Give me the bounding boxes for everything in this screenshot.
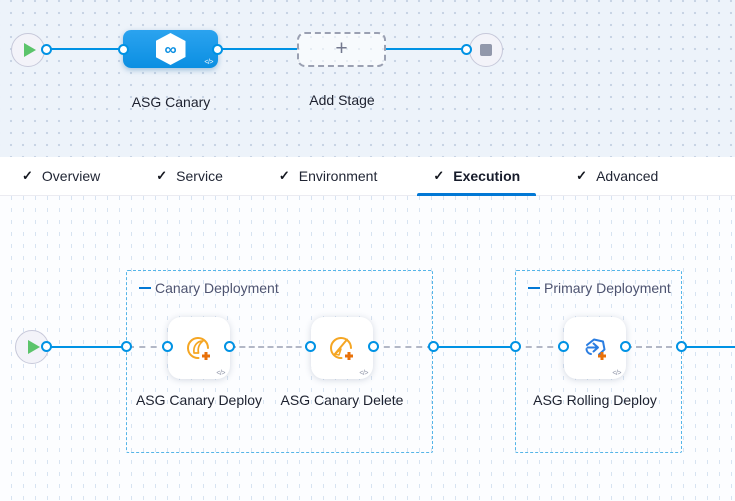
stage-label: ASG Canary xyxy=(131,94,211,110)
step-node-asg-rolling-deploy[interactable]: </> xyxy=(564,317,626,379)
node-connector[interactable] xyxy=(558,341,569,352)
execution-graph-canvas[interactable]: Canary Deployment Primary Deployment xyxy=(0,196,735,501)
edge-line-dashed xyxy=(515,346,564,348)
infinity-glyph: ∞ xyxy=(164,39,177,59)
step-group-canary-deployment[interactable]: Canary Deployment xyxy=(126,270,433,453)
tab-execution[interactable]: ✓ Execution xyxy=(417,157,536,196)
add-stage-label: Add Stage xyxy=(309,92,375,108)
node-connector[interactable] xyxy=(121,341,132,352)
check-icon: ✓ xyxy=(22,168,33,183)
stage-config-tabbar: ✓ Overview ✓ Service ✓ Environment ✓ Exe… xyxy=(0,157,735,196)
tab-label: Execution xyxy=(453,168,521,184)
step-label: ASG Rolling Deploy xyxy=(533,392,657,408)
code-view-icon[interactable]: </> xyxy=(216,370,225,377)
check-icon: ✓ xyxy=(433,168,445,183)
code-view-icon[interactable]: </> xyxy=(612,370,621,377)
tab-environment[interactable]: ✓ Environment xyxy=(263,157,394,195)
edge-line-dashed xyxy=(373,346,433,348)
node-connector[interactable] xyxy=(41,44,52,55)
step-label: ASG Canary Delete xyxy=(280,392,404,408)
edge-line-dashed xyxy=(128,346,168,348)
tab-overview[interactable]: ✓ Overview xyxy=(6,157,116,195)
node-connector[interactable] xyxy=(428,341,439,352)
step-label: ASG Canary Deploy xyxy=(135,392,263,408)
node-connector[interactable] xyxy=(162,341,173,352)
node-connector[interactable] xyxy=(461,44,472,55)
add-stage-button[interactable]: + xyxy=(297,32,386,67)
plus-icon: + xyxy=(335,37,348,60)
tab-advanced[interactable]: ✓ Advanced xyxy=(560,157,674,195)
asg-rolling-deploy-icon xyxy=(585,338,606,360)
node-connector[interactable] xyxy=(620,341,631,352)
play-icon xyxy=(28,340,40,354)
check-icon: ✓ xyxy=(576,168,588,183)
group-title-label: Primary Deployment xyxy=(544,280,671,296)
node-connector[interactable] xyxy=(212,44,223,55)
node-connector[interactable] xyxy=(368,341,379,352)
asg-deploy-icon xyxy=(187,337,210,360)
step-node-asg-canary-deploy[interactable]: </> xyxy=(168,317,230,379)
check-icon: ✓ xyxy=(278,168,290,183)
asg-delete-icon xyxy=(330,337,353,360)
edge-line xyxy=(682,346,735,348)
code-view-icon[interactable]: </> xyxy=(204,59,213,66)
edge-line-dashed xyxy=(230,346,311,348)
harness-cd-hexagon-icon: ∞ xyxy=(155,33,186,65)
edge-line xyxy=(433,346,515,348)
step-group-primary-deployment[interactable]: Primary Deployment xyxy=(515,270,682,453)
group-title-label: Canary Deployment xyxy=(155,280,279,296)
stage-pipeline-canvas[interactable]: ∞ </> + ASG Canary Add Stage xyxy=(0,0,735,157)
pipeline-end-node[interactable] xyxy=(469,33,503,67)
tab-label: Service xyxy=(176,168,223,184)
edge-line xyxy=(46,48,123,50)
node-connector[interactable] xyxy=(118,44,129,55)
edge-line xyxy=(218,48,297,50)
tab-label: Advanced xyxy=(596,168,659,184)
play-icon xyxy=(24,43,36,57)
group-dash-icon xyxy=(528,287,540,289)
code-view-icon[interactable]: </> xyxy=(359,370,368,377)
stop-icon xyxy=(480,44,492,56)
pipeline-start-node[interactable] xyxy=(11,33,45,67)
tab-label: Environment xyxy=(298,168,378,184)
node-connector[interactable] xyxy=(41,341,52,352)
node-connector[interactable] xyxy=(510,341,521,352)
group-dash-icon xyxy=(139,287,151,289)
edge-line xyxy=(386,48,467,50)
check-icon: ✓ xyxy=(156,168,168,183)
execution-start-node[interactable] xyxy=(15,330,49,364)
step-node-asg-canary-delete[interactable]: </> xyxy=(311,317,373,379)
stage-node-asg-canary[interactable]: ∞ </> xyxy=(123,30,218,68)
node-connector[interactable] xyxy=(305,341,316,352)
edge-line xyxy=(46,346,128,348)
edge-line-dashed xyxy=(626,346,682,348)
node-connector[interactable] xyxy=(224,341,235,352)
group-title: Canary Deployment xyxy=(139,280,279,296)
tab-service[interactable]: ✓ Service xyxy=(140,157,239,195)
group-title: Primary Deployment xyxy=(528,280,671,296)
node-connector[interactable] xyxy=(676,341,687,352)
tab-label: Overview xyxy=(41,168,101,184)
